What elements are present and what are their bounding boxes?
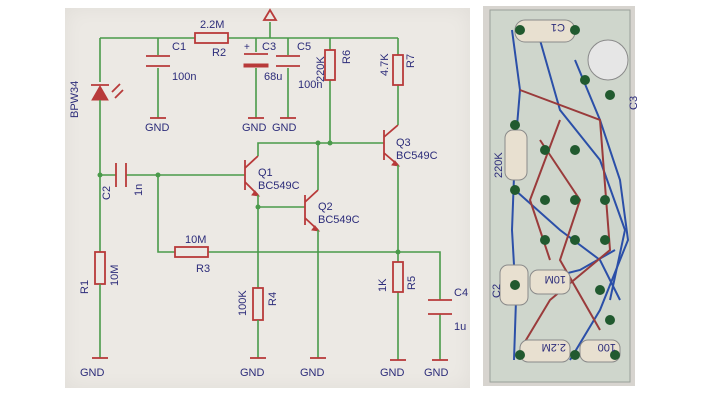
- q1-part: BC549C: [258, 180, 300, 192]
- supply-symbol: [262, 8, 278, 21]
- pcb-layout: C1 C3 220K C2 10M 2.2M 100: [489, 9, 640, 383]
- photodiode-d1: BPW34: [69, 81, 124, 118]
- c1-label: C1: [172, 41, 186, 53]
- r1-label: R1: [79, 280, 91, 294]
- r3-label: R3: [196, 263, 210, 275]
- r7-value: 4.7K: [379, 53, 391, 76]
- c5-label: C5: [297, 41, 311, 53]
- r3-value: 10M: [185, 234, 206, 246]
- c1-value: 100n: [172, 71, 196, 83]
- pcb-c3-body: [587, 39, 629, 81]
- resistor-r4: 100K R4: [237, 287, 279, 321]
- r4-value: 100K: [237, 290, 249, 316]
- gnd-label: GND: [424, 367, 449, 379]
- resistor-r1: R1 10M: [79, 251, 121, 294]
- gnd-label: GND: [272, 122, 297, 134]
- r2-value: 2.2M: [200, 19, 224, 31]
- q2-label: Q2: [318, 201, 333, 213]
- c4-label: C4: [454, 287, 468, 299]
- pcb-c3-label: C3: [628, 96, 640, 110]
- pcb-c2-label: C2: [491, 284, 503, 298]
- gnd-label: GND: [145, 122, 170, 134]
- pcb-pads: [510, 25, 620, 360]
- c2-label: C2: [101, 186, 113, 200]
- c3-value: 68u: [264, 71, 282, 83]
- pcb-c1-label: C1: [551, 21, 565, 33]
- capacitor-c2: C2 1n: [101, 163, 145, 200]
- r2-label: R2: [212, 47, 226, 59]
- c3-label: C3: [262, 41, 276, 53]
- q3-part: BC549C: [396, 150, 438, 162]
- r7-label: R7: [405, 54, 417, 68]
- r5-label: R5: [406, 276, 418, 290]
- pcb-r6-body: [504, 129, 528, 181]
- r5-value: 1K: [377, 278, 389, 292]
- resistor-r2: 2.2M R2: [194, 19, 229, 59]
- pcb-r6-label: 220K: [493, 152, 505, 178]
- gnd-label: GND: [300, 367, 325, 379]
- resistor-r7: 4.7K R7: [379, 53, 417, 86]
- d1-label: BPW34: [69, 81, 81, 118]
- pcb-r3-body: [579, 339, 621, 363]
- transistor-q1: Q1 BC549C: [244, 155, 300, 197]
- c4-value: 1u: [454, 321, 466, 333]
- svg-text:+: +: [244, 42, 250, 53]
- resistor-r6: 220K R6: [315, 49, 353, 82]
- r4-label: R4: [267, 292, 279, 306]
- capacitor-c3: + C3 68u: [243, 41, 282, 83]
- q2-part: BC549C: [318, 214, 360, 226]
- c5-value: 100n: [298, 79, 322, 91]
- gnd-label: GND: [242, 122, 267, 134]
- c2-value: 1n: [133, 184, 145, 196]
- pcb-r1-body: [529, 269, 571, 295]
- r6-label: R6: [341, 50, 353, 64]
- gnd-label: GND: [240, 367, 265, 379]
- pcb-r2-label: 2.2M: [542, 341, 566, 353]
- resistor-r3: 10M R3: [174, 234, 210, 275]
- r6-value: 220K: [315, 56, 327, 82]
- gnd-label: GND: [380, 367, 405, 379]
- schematic: 2.2M R2 C1 100n + C3 68u C5 100n 220K: [69, 8, 468, 379]
- resistor-r5: 1K R5: [377, 261, 418, 293]
- transistor-q3: Q3 BC549C: [383, 124, 438, 167]
- capacitor-c4: C4 1u: [428, 287, 468, 333]
- ground-symbols: GND GND GND GND GND GND GND GND: [80, 117, 449, 379]
- q3-label: Q3: [396, 137, 411, 149]
- transistor-q2: Q2 BC549C: [304, 189, 360, 232]
- pcb-r3-label: 100: [598, 341, 616, 353]
- r1-value: 10M: [109, 265, 121, 286]
- capacitor-c1: C1 100n: [146, 41, 196, 83]
- capacitor-c5: C5 100n: [276, 41, 322, 91]
- q1-label: Q1: [258, 167, 273, 179]
- pcb-r1-label: 10M: [545, 273, 566, 285]
- gnd-label: GND: [80, 367, 105, 379]
